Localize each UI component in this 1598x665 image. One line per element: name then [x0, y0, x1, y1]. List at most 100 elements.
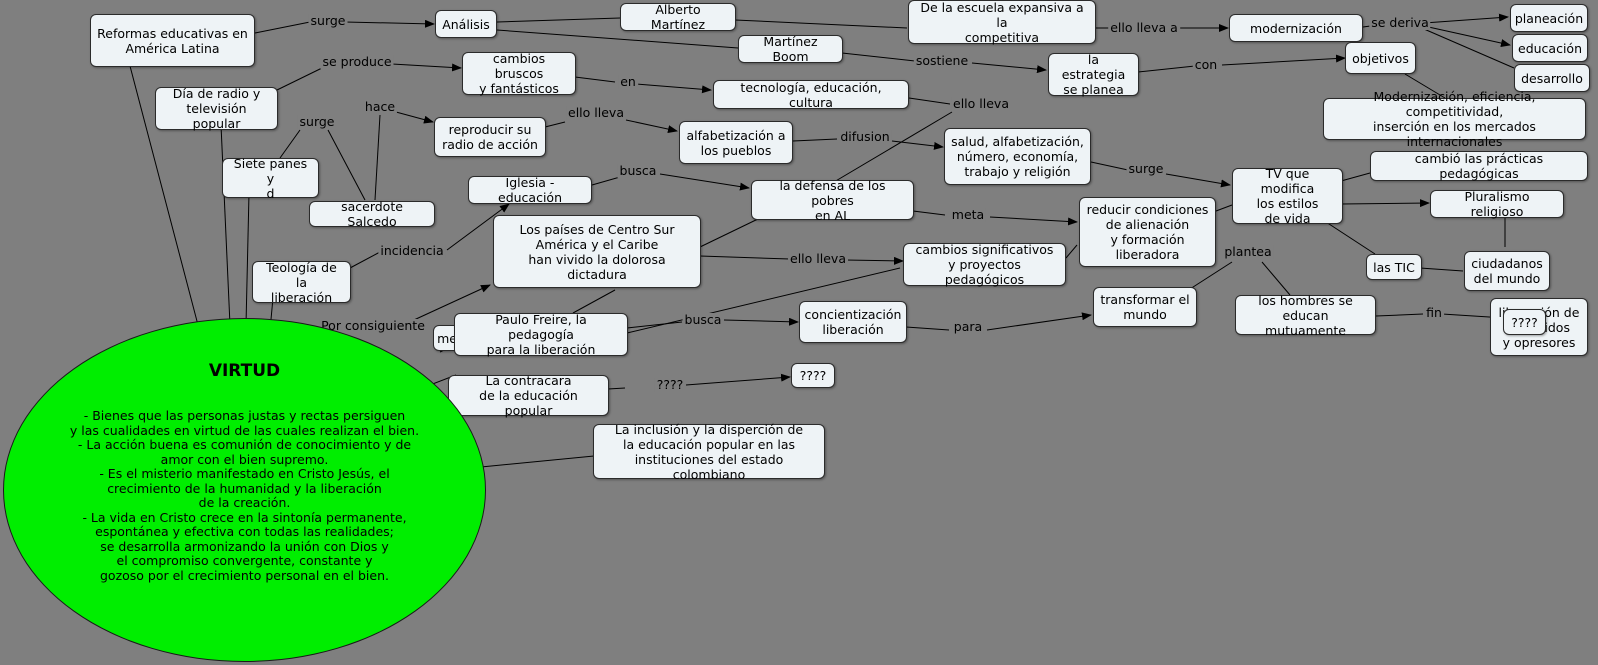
- concept-inclusion-dispersion[interactable]: La inclusión y la disperción de la educa…: [593, 422, 825, 482]
- concept-cambios-bruscos[interactable]: cambios bruscos y fantásticos: [462, 51, 576, 96]
- link-label-por-consiguiente: Por consiguiente: [319, 318, 427, 333]
- edge: [986, 312, 1092, 331]
- link-label-hace: hace: [362, 99, 398, 114]
- edge: [635, 83, 712, 94]
- concept-dia-de-radio[interactable]: Día de radio y televisión popular: [155, 86, 278, 131]
- edge: [1423, 25, 1511, 47]
- edge: [841, 52, 916, 62]
- edge: [544, 121, 566, 128]
- concept-reformas-educativas[interactable]: Reformas educativas en América Latina: [90, 14, 255, 67]
- concept-tecnologia-educacion-cultura[interactable]: tecnología, educación, cultura: [713, 80, 909, 110]
- concept-paises-dictadura[interactable]: Los países de Centro Sur América y el Ca…: [493, 215, 701, 288]
- edge: [833, 111, 953, 183]
- concept-contracara[interactable]: La contracara de la educación popular: [448, 373, 609, 418]
- concept-unknown-overlay[interactable]: ????: [1503, 309, 1546, 335]
- concept-analisis[interactable]: Análisis: [435, 10, 497, 38]
- link-label-se-deriva: se deriva: [1369, 15, 1431, 30]
- edge: [1189, 261, 1233, 290]
- link-label-ello-lleva: ello lleva: [566, 105, 626, 120]
- edge: [912, 210, 946, 216]
- edge: [659, 173, 750, 191]
- edge: [607, 387, 626, 390]
- edge: [391, 63, 462, 72]
- concept-reproducir-radio[interactable]: reproducir su radio de acción: [434, 117, 546, 157]
- concept-martinez-boom[interactable]: Martínez Boom: [738, 34, 843, 64]
- concept-defensa-pobres[interactable]: la defensa de los pobres en AL: [751, 178, 914, 223]
- concept-iglesia-educacion[interactable]: Iglesia -educación: [468, 175, 592, 205]
- concept-escuela-expansiva[interactable]: De la escuela expansiva a la competitiva: [908, 0, 1096, 45]
- concept-cambio-practicas[interactable]: cambió las prácticas pedagógicas: [1370, 151, 1588, 181]
- edge: [971, 62, 1047, 74]
- edge: [344, 19, 435, 28]
- concept-alfabetizacion-pueblos[interactable]: alfabetización a los pueblos: [679, 121, 793, 164]
- edge: [129, 65, 199, 326]
- link-label-con: con: [1192, 57, 1220, 72]
- edge: [279, 129, 301, 159]
- link-label-para: para: [951, 319, 985, 334]
- concept-teologia-liberacion[interactable]: Teología de la liberación: [252, 260, 351, 305]
- concept-estrategia-planea[interactable]: la estrategia se planea: [1048, 52, 1139, 97]
- edge: [254, 21, 311, 34]
- edge: [792, 138, 838, 142]
- edge: [574, 76, 616, 83]
- edge: [1423, 28, 1515, 69]
- edge: [374, 114, 381, 201]
- concept-sacerdote-salcedo[interactable]: sacerdote Salcedo: [309, 199, 435, 229]
- concept-reducir-condiciones[interactable]: reducir condiciones de alienación y form…: [1079, 197, 1216, 267]
- edge: [1215, 204, 1233, 212]
- edge: [1137, 65, 1196, 73]
- concept-desarrollo[interactable]: desarrollo: [1514, 64, 1590, 92]
- link-label-sostiene: sostiene: [913, 53, 971, 68]
- concept-paulo-freire[interactable]: Paulo Freire, la pedagogía para la liber…: [454, 312, 628, 357]
- concept-las-tic[interactable]: las TIC: [1366, 254, 1422, 280]
- concept-educacion[interactable]: educación: [1512, 34, 1588, 62]
- concept-unknown[interactable]: ????: [791, 363, 835, 388]
- concept-tv-modifica[interactable]: TV que modifica los estilos de vida: [1232, 166, 1343, 226]
- concept-salud-alfabetizacion[interactable]: salud, alfabetización, número, economía,…: [944, 128, 1091, 185]
- link-label-plantea: plantea: [1222, 244, 1274, 259]
- link-label-fin: fin: [1424, 305, 1444, 320]
- link-label-difusion: difusion: [838, 129, 892, 144]
- edge: [395, 111, 434, 124]
- edge: [496, 17, 621, 23]
- edge: [572, 289, 616, 314]
- concept-pluralismo-religioso[interactable]: Pluralismo religioso: [1430, 189, 1564, 219]
- edge: [496, 29, 739, 49]
- concept-modernizacion[interactable]: modernización: [1229, 14, 1363, 42]
- concept-concientizacion-liberacion[interactable]: concientización liberación: [799, 301, 907, 343]
- concept-ciudadanos-mundo[interactable]: ciudadanos del mundo: [1464, 251, 1550, 291]
- edge: [625, 119, 678, 134]
- edge: [699, 217, 761, 248]
- edge: [1340, 172, 1371, 182]
- concept-planeacion[interactable]: planeación: [1510, 4, 1588, 32]
- link-label-unknown: ????: [654, 377, 686, 392]
- edge: [891, 140, 944, 150]
- edge: [402, 284, 491, 326]
- edge: [905, 326, 950, 331]
- edge: [1065, 244, 1078, 259]
- concept-siete-panes[interactable]: Siete panes y d: [222, 156, 319, 201]
- virtud-description: - Bienes que las personas justas y recta…: [69, 408, 420, 583]
- link-label-en: en: [618, 74, 638, 89]
- edge: [989, 216, 1078, 226]
- link-label-busca: busca: [617, 163, 659, 178]
- concept-hombres-se-educan[interactable]: los hombres se educan mutuamente: [1235, 293, 1376, 338]
- edge: [1261, 261, 1291, 296]
- concept-transformar-mundo[interactable]: transformar el mundo: [1093, 287, 1197, 327]
- edge: [1419, 267, 1464, 272]
- edge: [723, 317, 799, 326]
- concept-modernizacion-eficiencia[interactable]: Modernización, eficiencia, competitivida…: [1323, 89, 1586, 149]
- edge: [908, 97, 951, 105]
- edge: [1375, 313, 1424, 317]
- edge: [1340, 199, 1430, 208]
- link-label-surge: surge: [297, 114, 337, 129]
- concept-alberto-martinez[interactable]: Alberto Martínez: [620, 2, 736, 32]
- link-label-se-produce: se produce: [320, 54, 394, 69]
- edge: [844, 256, 904, 265]
- concept-cambios-significativos[interactable]: cambios significativos y proyectos pedag…: [903, 242, 1066, 287]
- concept-objetivos[interactable]: objetivos: [1345, 42, 1416, 74]
- virtud-ellipse[interactable]: VIRTUD - Bienes que las personas justas …: [3, 318, 486, 662]
- link-label-ello-lleva-a: ello lleva a: [1108, 20, 1180, 35]
- edge: [734, 19, 908, 29]
